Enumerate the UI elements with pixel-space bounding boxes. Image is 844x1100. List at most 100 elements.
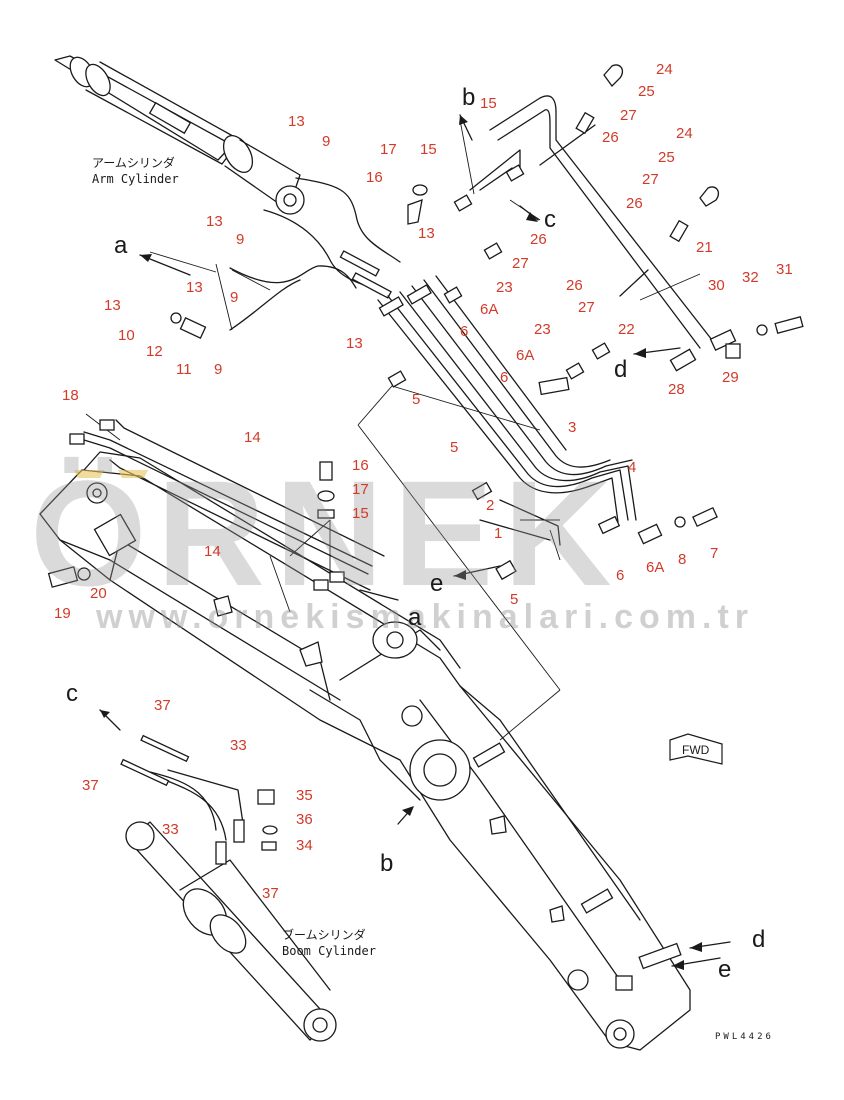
part-callout: 37 xyxy=(154,697,171,714)
view-ref-a: a xyxy=(408,604,422,631)
view-ref-e: e xyxy=(718,956,732,983)
part-callout: 13 xyxy=(206,213,223,230)
part-callout: 26 xyxy=(602,129,619,146)
part-callout: 17 xyxy=(352,481,369,498)
view-ref-b: b xyxy=(462,84,476,111)
part-callout: 6 xyxy=(460,323,469,340)
part-callout: 4 xyxy=(628,459,637,476)
part-callout: 31 xyxy=(776,261,793,278)
part-callout: 2 xyxy=(486,497,495,514)
view-ref-d: d xyxy=(752,926,766,953)
part-callout: 26 xyxy=(566,277,583,294)
part-callout: 24 xyxy=(676,125,693,142)
watermark-brand: ÖRNEK xyxy=(30,449,622,617)
arm-cylinder-caption-en: Arm Cylinder xyxy=(92,172,179,186)
part-callout: 6A xyxy=(646,559,665,576)
part-callout: 14 xyxy=(244,429,261,446)
part-callout: 27 xyxy=(620,107,637,124)
boom-cylinder xyxy=(120,734,337,1042)
view-ref-e: e xyxy=(430,570,444,597)
fwd-label: FWD xyxy=(682,743,710,757)
part-callout: 20 xyxy=(90,585,107,602)
part-callout: 9 xyxy=(230,289,239,306)
part-callout: 5 xyxy=(450,439,459,456)
part-callout: 23 xyxy=(496,279,513,296)
part-callout: 33 xyxy=(162,821,179,838)
part-callout: 13 xyxy=(346,335,363,352)
part-callout: 9 xyxy=(236,231,245,248)
arm-cylinder-caption-jp: アームシリンダ xyxy=(92,156,175,170)
part-callout: 28 xyxy=(668,381,685,398)
part-callout: 6A xyxy=(480,301,499,318)
watermark-accent xyxy=(74,470,148,478)
part-callout: 19 xyxy=(54,605,71,622)
part-callout: 35 xyxy=(296,787,313,804)
pipe-clamps xyxy=(378,64,720,581)
part-callout: 11 xyxy=(176,361,192,378)
part-callout: 13 xyxy=(186,279,203,296)
part-callout: 9 xyxy=(322,133,331,150)
part-callout: 34 xyxy=(296,837,313,854)
boom-structure xyxy=(39,451,691,1051)
view-ref-b: b xyxy=(380,850,394,877)
fwd-arrow-icon: FWD xyxy=(669,733,723,765)
view-arrows xyxy=(99,114,731,970)
part-callout: 10 xyxy=(118,327,135,344)
part-callout: 33 xyxy=(230,737,247,754)
part-callout: 15 xyxy=(420,141,437,158)
part-callout: 22 xyxy=(618,321,635,338)
part-callout: 18 xyxy=(62,387,79,404)
part-callout: 12 xyxy=(146,343,163,360)
part-callout: 13 xyxy=(104,297,121,314)
part-callout: 6A xyxy=(516,347,535,364)
part-callout: 30 xyxy=(708,277,725,294)
part-callout: 13 xyxy=(418,225,435,242)
part-callout: 8 xyxy=(678,551,687,568)
boom-cylinder-caption-jp: ブームシリンダ xyxy=(282,928,366,942)
part-callout: 16 xyxy=(352,457,369,474)
part-callout: 9 xyxy=(214,361,223,378)
part-callout: 26 xyxy=(530,231,547,248)
part-callout: 37 xyxy=(82,777,99,794)
arm-cylinder-hoses xyxy=(170,177,401,339)
part-callout: 21 xyxy=(696,239,713,256)
fwd-indicator: FWD xyxy=(668,732,724,765)
part-callout: 6 xyxy=(500,369,509,386)
boom-cylinder-caption-en: Boom Cylinder xyxy=(282,944,376,958)
watermark-url: www.ornekismakinalari.com.tr xyxy=(96,598,755,636)
part-callout: 15 xyxy=(352,505,369,522)
part-callout: 5 xyxy=(412,391,421,408)
part-callout: 16 xyxy=(366,169,383,186)
part-callout: 27 xyxy=(642,171,659,188)
part-callout: 15 xyxy=(480,95,497,112)
part-callout: 1 xyxy=(494,525,503,542)
boom-pipe-bundle xyxy=(377,275,718,546)
part-callout: 27 xyxy=(578,299,595,316)
part-callout: 32 xyxy=(742,269,759,286)
part-callout: 5 xyxy=(510,591,519,608)
upper-right-pipes xyxy=(469,95,804,359)
part-callout: 14 xyxy=(204,543,221,560)
part-callout: 29 xyxy=(722,369,739,386)
part-callout: 25 xyxy=(638,83,655,100)
view-ref-c: c xyxy=(66,680,78,707)
view-ref-d: d xyxy=(614,356,628,383)
part-callout: 27 xyxy=(512,255,529,272)
part-callout: 3 xyxy=(568,419,577,436)
boom-top-lines xyxy=(47,419,385,591)
part-callout: 7 xyxy=(710,545,719,562)
drawing-code: PWL4426 xyxy=(715,1032,774,1042)
part-callout: 6 xyxy=(616,567,625,584)
part-callout: 13 xyxy=(288,113,305,130)
part-callout: 37 xyxy=(262,885,279,902)
part-callout: 23 xyxy=(534,321,551,338)
view-ref-a: a xyxy=(114,232,128,259)
part-callout: 17 xyxy=(380,141,397,158)
part-callout: 25 xyxy=(658,149,675,166)
part-callout: 24 xyxy=(656,61,673,78)
view-ref-c: c xyxy=(544,206,556,233)
part-callout: 26 xyxy=(626,195,643,212)
part-callout: 36 xyxy=(296,811,313,828)
